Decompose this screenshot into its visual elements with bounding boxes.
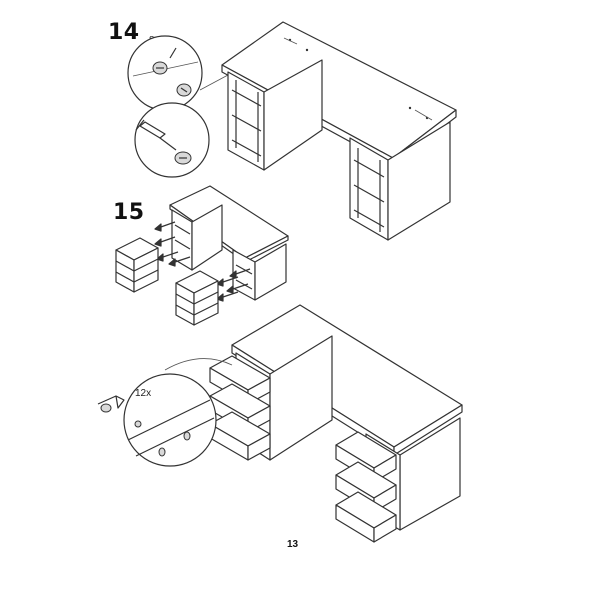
step-15-left-drawer-stack: [115, 237, 159, 293]
drawer-runner-detail-circle: [123, 358, 233, 467]
step-16-right-drawers: [335, 431, 397, 543]
step-14-number: 14: [108, 20, 140, 45]
cam-lock-detail-circle: [127, 35, 229, 111]
screwdriver-detail-circle: [134, 102, 210, 178]
step-16-desk: [209, 304, 463, 543]
step-16-quantity: 12x: [135, 388, 152, 399]
step-14-desk: [221, 21, 457, 241]
step-15-right-drawer-stack: [175, 270, 219, 326]
step-15-number: 15: [113, 200, 145, 225]
screwdriver-icon: [97, 395, 125, 413]
page-number: 13: [287, 539, 299, 550]
step-16-left-drawers: [209, 355, 271, 461]
step-15-desk: [115, 185, 289, 326]
